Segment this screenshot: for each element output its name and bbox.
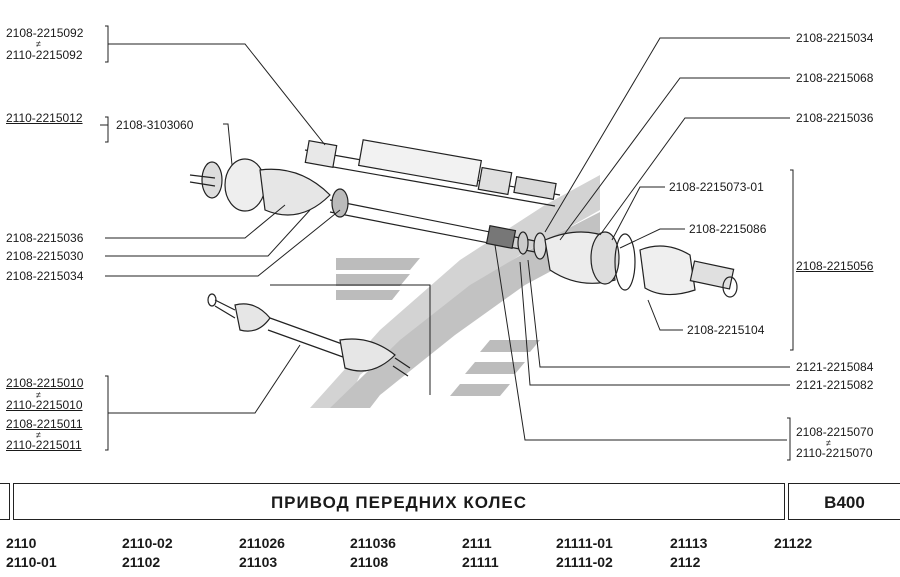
- part-2108-2215036-left: 2108-2215036: [6, 231, 84, 245]
- part-2108-2215073-01: 2108-2215073-01: [669, 180, 764, 194]
- title-bar: ПРИВОД ПЕРЕДНИХ КОЛЕС B400: [0, 483, 900, 521]
- part-2108-2215034-right: 2108-2215034: [796, 31, 874, 45]
- part-2108-2215070: 2108-2215070: [796, 425, 874, 439]
- model-item: 21103: [239, 554, 278, 570]
- model-item: 21122: [774, 535, 813, 551]
- part-2121-2215084: 2121-2215084: [796, 360, 874, 374]
- not-equal-symbol: ≠: [826, 438, 831, 448]
- code-cell: B400: [788, 483, 900, 520]
- part-2110-2215070: 2110-2215070: [796, 446, 873, 460]
- not-equal-symbol: ≠: [36, 430, 41, 440]
- part-2108-2215068: 2108-2215068: [796, 71, 874, 85]
- model-item: 21111: [462, 554, 499, 570]
- model-item: 2110-01: [6, 554, 57, 570]
- part-2108-2215104: 2108-2215104: [687, 323, 765, 337]
- drive-shaft-diagram: [100, 25, 794, 461]
- lower-shaft: [207, 293, 411, 377]
- model-item: 21111-01: [556, 535, 613, 551]
- upper-shaft: [304, 139, 561, 207]
- not-equal-symbol: ≠: [36, 390, 41, 400]
- part-2108-2215092: 2108-2215092: [6, 26, 84, 40]
- model-item: 211026: [239, 535, 285, 551]
- leader-lines: [100, 25, 794, 461]
- part-2108-2215030: 2108-2215030: [6, 249, 84, 263]
- model-item: 2112: [670, 554, 701, 570]
- title-bar-left-cell: [0, 483, 10, 520]
- title-cell: ПРИВОД ПЕРЕДНИХ КОЛЕС: [13, 483, 785, 520]
- part-2110-2215012: 2110-2215012: [6, 111, 83, 125]
- part-2108-2215034-left: 2108-2215034: [6, 269, 84, 283]
- part-2110-2215010: 2110-2215010: [6, 398, 83, 412]
- right-cv-joint: [544, 231, 738, 298]
- part-2110-2215092: 2110-2215092: [6, 48, 83, 62]
- watermark-logo: [310, 175, 600, 408]
- model-item: 211036: [350, 535, 396, 551]
- model-item: 2110: [6, 535, 37, 551]
- model-item: 21111-02: [556, 554, 613, 570]
- part-2108-2215056: 2108-2215056: [796, 259, 874, 273]
- model-item: 21113: [670, 535, 708, 551]
- middle-shaft: [329, 199, 547, 260]
- not-equal-symbol: ≠: [36, 39, 41, 49]
- model-item: 2111: [462, 535, 492, 551]
- page-title: ПРИВОД ПЕРЕДНИХ КОЛЕС: [270, 493, 528, 512]
- left-cv-joint: [189, 158, 349, 218]
- part-2110-2215011: 2110-2215011: [6, 438, 82, 452]
- part-2108-2215011: 2108-2215011: [6, 417, 83, 431]
- model-item: 2110-02: [122, 535, 173, 551]
- part-2108-2215036-right: 2108-2215036: [796, 111, 874, 125]
- part-2108-2215010: 2108-2215010: [6, 376, 84, 390]
- model-item: 21102: [122, 554, 161, 570]
- part-2108-3103060: 2108-3103060: [116, 118, 194, 132]
- section-code: B400: [824, 493, 865, 512]
- part-2108-2215086: 2108-2215086: [689, 222, 767, 236]
- model-item: 21108: [350, 554, 389, 570]
- part-2121-2215082: 2121-2215082: [796, 378, 874, 392]
